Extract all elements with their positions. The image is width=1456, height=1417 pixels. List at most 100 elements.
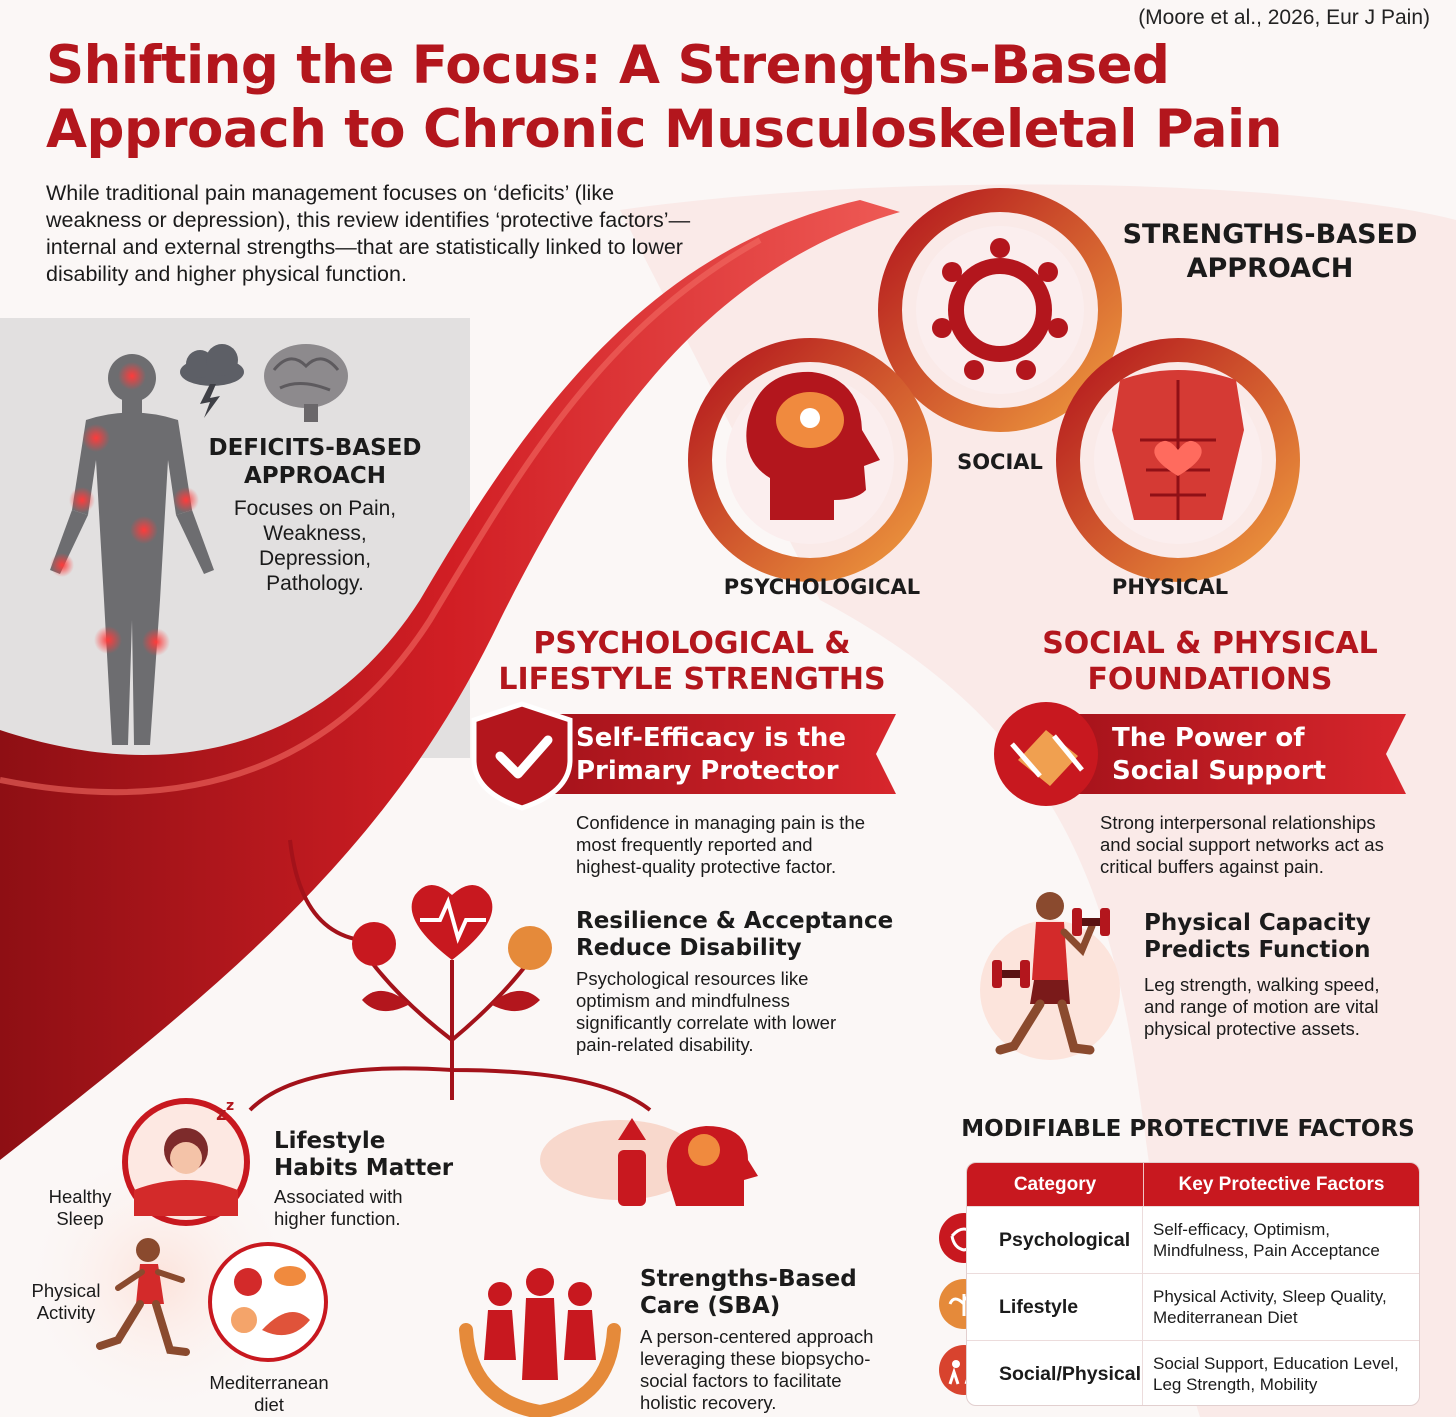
deficits-title-line-1: DEFICITS-BASED (208, 435, 422, 461)
table-header-category: Category (967, 1163, 1144, 1206)
intro-paragraph: While traditional pain management focuse… (46, 181, 691, 286)
page-title: Shifting the Focus: A Strengths-Based Ap… (46, 34, 1426, 162)
lifestyle-description: Associated with higher function. (274, 1186, 474, 1230)
self-efficacy-desc-line-1: Confidence in managing pain is the (576, 812, 865, 833)
table-cell-category: Psychological (967, 1207, 1143, 1273)
svg-text:z: z (216, 1104, 226, 1125)
title-line-1: Shifting the Focus: A Strengths-Based (46, 35, 1170, 96)
label-healthy-sleep: Healthy Sleep (34, 1186, 126, 1230)
social-circle-icon (932, 238, 1068, 380)
sba-care-description: A person-centered approach leveraging th… (640, 1326, 910, 1414)
label-mediterranean-diet: Mediterranean diet (196, 1372, 342, 1416)
capacity-title-line-2: Predicts Function (1144, 937, 1371, 963)
heart-circle-icon (508, 926, 552, 970)
physical-capacity-description: Leg strength, walking speed, and range o… (1144, 974, 1434, 1040)
body-figure-illustration (50, 354, 214, 745)
capacity-desc-line-3: physical protective assets. (1144, 1018, 1360, 1039)
ring-label-social: SOCIAL (957, 450, 1043, 474)
social-heading-line-2: FOUNDATIONS (1087, 662, 1333, 697)
factors-line-2: Mediterranean Diet (1153, 1308, 1298, 1327)
brain-icon (264, 344, 348, 422)
activity-label-line-1: Physical (31, 1280, 101, 1301)
table-row: Social/Physical Social Support, Educatio… (967, 1340, 1419, 1405)
head-lightbulb-icon (746, 371, 880, 520)
deficits-title: DEFICITS-BASED APPROACH (196, 434, 434, 490)
table-row: Lifestyle Physical Activity, Sleep Quali… (967, 1273, 1419, 1340)
sba-care-desc-line-4: holistic recovery. (640, 1392, 777, 1413)
resilience-title-line-2: Reduce Disability (576, 935, 802, 961)
psych-lifestyle-heading: PSYCHOLOGICAL & LIFESTYLE STRENGTHS (470, 626, 914, 698)
ring-label-psychological: PSYCHOLOGICAL (723, 575, 921, 599)
self-efficacy-banner-shape (530, 714, 896, 794)
social-support-banner-line-2: Social Support (1112, 756, 1326, 786)
factors-line-2: Leg Strength, Mobility (1153, 1375, 1318, 1394)
handshake-icon (994, 702, 1098, 806)
brain-growth-icon (540, 1118, 758, 1206)
table-cell-category: Lifestyle (967, 1274, 1143, 1340)
capacity-desc-line-2: and range of motion are vital (1144, 996, 1379, 1017)
social-heading-line-1: SOCIAL & PHYSICAL (1042, 626, 1378, 661)
deficits-desc-line-4: Pathology. (266, 572, 364, 595)
resilience-desc-line-2: optimism and mindfulness (576, 990, 790, 1011)
lifestyle-title: Lifestyle Habits Matter (274, 1128, 474, 1182)
lifestyle-desc-line-2: higher function. (274, 1208, 401, 1229)
table-header-row: Category Key Protective Factors (967, 1163, 1419, 1206)
table-cell-factors: Self-efficacy, Optimism, Mindfulness, Pai… (1143, 1207, 1419, 1273)
table-cell-category: Social/Physical (967, 1341, 1143, 1405)
lifestyle-title-line-2: Habits Matter (274, 1155, 454, 1181)
sun-circle-icon (352, 922, 396, 966)
deficits-description: Focuses on Pain, Weakness, Depression, P… (196, 496, 434, 596)
social-support-banner-shape (1050, 714, 1406, 794)
table-title: MODIFIABLE PROTECTIVE FACTORS (961, 1116, 1415, 1142)
resilience-description: Psychological resources like optimism an… (576, 968, 896, 1056)
mediterranean-food-icon (208, 1242, 328, 1362)
table-cell-factors: Social Support, Education Level, Leg Stre… (1143, 1341, 1419, 1405)
running-person-icon (96, 1238, 190, 1356)
care-hands-people-icon (459, 1268, 621, 1417)
sba-title-line-2: APPROACH (1186, 253, 1354, 284)
physical-capacity-title: Physical Capacity Predicts Function (1144, 910, 1424, 964)
social-support-description: Strong interpersonal relationships and s… (1100, 812, 1430, 878)
psych-heading-line-1: PSYCHOLOGICAL & (533, 626, 851, 661)
activity-label-line-2: Activity (36, 1302, 96, 1323)
storm-cloud-icon (180, 344, 244, 418)
factors-line-1: Self-efficacy, Optimism, (1153, 1220, 1330, 1239)
ring-label-physical: PHYSICAL (1111, 575, 1229, 599)
sba-care-title-line-2: Care (SBA) (640, 1293, 781, 1319)
diet-label-line-1: Mediterranean (209, 1372, 329, 1393)
social-support-desc-line-2: and social support networks act as (1100, 834, 1384, 855)
shield-check-icon (471, 701, 573, 811)
svg-text:z: z (226, 1098, 234, 1114)
factors-line-2: Mindfulness, Pain Acceptance (1153, 1241, 1380, 1260)
factors-line-1: Social Support, Education Level, (1153, 1354, 1399, 1373)
lifestyle-desc-line-1: Associated with (274, 1186, 403, 1207)
protective-factors-table: Category Key Protective Factors Psycholo… (966, 1162, 1420, 1406)
table-row: Psychological Self-efficacy, Optimism, Mi… (967, 1206, 1419, 1273)
social-support-desc-line-1: Strong interpersonal relationships (1100, 812, 1376, 833)
deficits-desc-line-1: Focuses on Pain, (233, 497, 397, 520)
sba-care-desc-line-2: leveraging these biopsycho- (640, 1348, 871, 1369)
heart-pulse-icon (411, 885, 493, 960)
sleeping-person-icon: z z (122, 1098, 250, 1226)
diet-label-line-2: diet (254, 1394, 284, 1415)
sba-care-title: Strengths-Based Care (SBA) (640, 1266, 900, 1320)
psych-heading-line-2: LIFESTYLE STRENGTHS (498, 662, 886, 697)
social-support-banner: The Power of Social Support (1112, 722, 1372, 788)
deficits-desc-line-3: Depression, (258, 547, 372, 570)
sba-care-title-line-1: Strengths-Based (640, 1266, 857, 1292)
capacity-desc-line-1: Leg strength, walking speed, (1144, 974, 1380, 995)
table-header-factors: Key Protective Factors (1178, 1173, 1385, 1195)
lifestyle-title-line-1: Lifestyle (274, 1128, 386, 1154)
social-support-desc-line-3: critical buffers against pain. (1100, 856, 1324, 877)
label-physical-activity: Physical Activity (20, 1280, 112, 1324)
resilience-desc-line-4: pain-related disability. (576, 1034, 754, 1055)
deficits-desc-line-2: Weakness, (263, 522, 367, 545)
self-efficacy-banner-line-1: Self-Efficacy is the (576, 723, 847, 753)
self-efficacy-banner-line-2: Primary Protector (576, 756, 839, 786)
capacity-title-line-1: Physical Capacity (1144, 910, 1371, 936)
resilience-title-line-1: Resilience & Acceptance (576, 908, 894, 934)
factors-line-1: Physical Activity, Sleep Quality, (1153, 1287, 1387, 1306)
deficits-title-line-2: APPROACH (243, 463, 387, 489)
sba-care-desc-line-3: social factors to facilitate (640, 1370, 842, 1391)
